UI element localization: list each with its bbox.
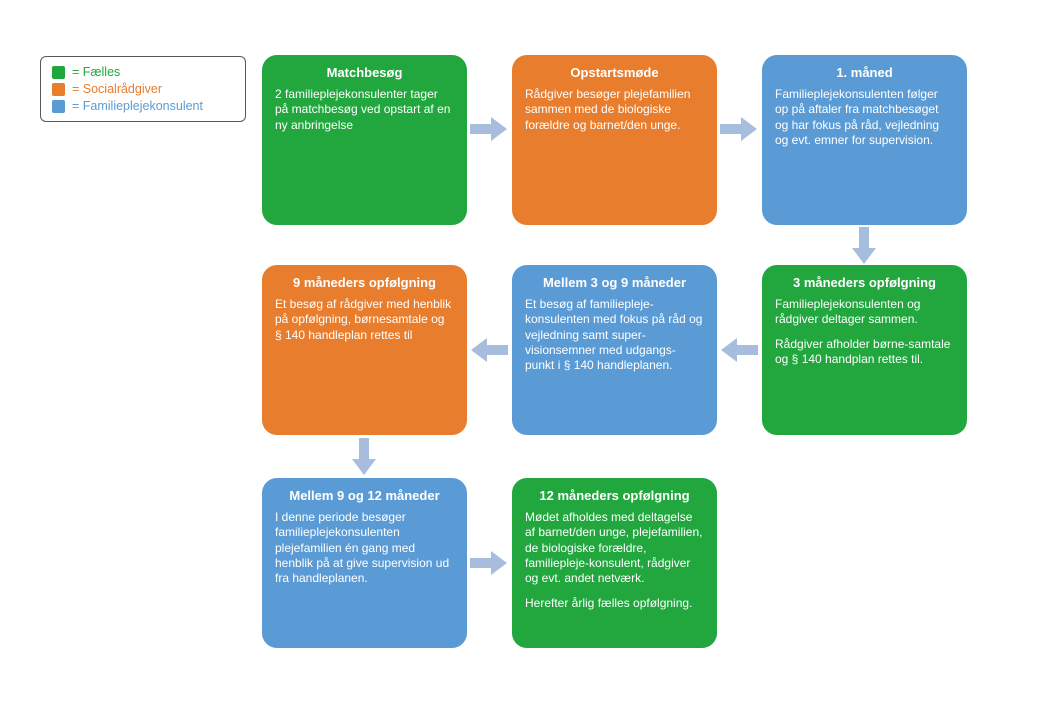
arrow-left-icon bbox=[470, 337, 508, 363]
arrow-down-icon bbox=[351, 438, 377, 476]
legend-item-faelles: = Fælles bbox=[52, 65, 234, 79]
arrow-right-icon bbox=[470, 116, 508, 142]
blue-swatch-icon bbox=[52, 99, 65, 113]
arrow-left-icon bbox=[720, 337, 758, 363]
flow-box-mellem-3-og-9: Mellem 3 og 9 måneder Et besøg af famili… bbox=[512, 265, 717, 435]
legend: = Fælles = Socialrådgiver = Familiepleje… bbox=[40, 56, 246, 122]
box-title: Mellem 3 og 9 måneder bbox=[542, 275, 687, 290]
flow-box-opstartsmode: Opstartsmøde Rådgiver besøger plejefamil… bbox=[512, 55, 717, 225]
box-title: Opstartsmøde bbox=[570, 65, 659, 80]
green-swatch-icon bbox=[52, 65, 65, 79]
box-body: Herefter årlig fælles opfølgning. bbox=[525, 595, 693, 610]
box-body: 2 familieplejekonsulenter tager på match… bbox=[275, 87, 451, 132]
arrow-right-icon bbox=[720, 116, 758, 142]
box-title: 1. måned bbox=[836, 65, 893, 80]
flow-box-matchbesog: Matchbesøg 2 familieplejekonsulenter tag… bbox=[262, 55, 467, 225]
box-title: Matchbesøg bbox=[326, 65, 403, 80]
box-body: I denne periode besøger familieplejekons… bbox=[275, 510, 450, 586]
orange-swatch-icon bbox=[52, 82, 65, 96]
flow-box-12-maaneders-opfolgning: 12 måneders opfølgning Mødet afholdes me… bbox=[512, 478, 717, 648]
flow-box-mellem-9-og-12: Mellem 9 og 12 måneder I denne periode b… bbox=[262, 478, 467, 648]
arrow-right-icon bbox=[470, 550, 508, 576]
legend-label-socialraadgiver: = Socialrådgiver bbox=[72, 82, 162, 96]
box-body: Mødet afholdes med deltagelse af barnet/… bbox=[525, 510, 703, 586]
legend-item-socialraadgiver: = Socialrådgiver bbox=[52, 82, 234, 96]
box-body: Familieplejekonsulenten følger op på aft… bbox=[775, 87, 940, 148]
box-body: Rådgiver afholder børne-samtale og § 140… bbox=[775, 336, 951, 367]
box-title: Mellem 9 og 12 måneder bbox=[289, 488, 440, 503]
arrow-down-icon bbox=[851, 227, 877, 265]
box-body: Rådgiver besøger plejefamilien sammen me… bbox=[525, 87, 691, 132]
box-body: Et besøg af rådgiver med henblik på opfø… bbox=[275, 297, 452, 342]
box-title: 12 måneders opfølgning bbox=[539, 488, 690, 503]
legend-label-familieplejekonsulent: = Familieplejekonsulent bbox=[72, 99, 203, 113]
box-body: Et besøg af familiepleje-konsulenten med… bbox=[525, 297, 703, 373]
box-title: 3 måneders opfølgning bbox=[792, 275, 936, 290]
box-body: Familieplejekonsulenten og rådgiver delt… bbox=[775, 297, 921, 327]
flow-box-1-maaned: 1. måned Familieplejekonsulenten følger … bbox=[762, 55, 967, 225]
flow-box-9-maaneders-opfolgning: 9 måneders opfølgning Et besøg af rådgiv… bbox=[262, 265, 467, 435]
legend-item-familieplejekonsulent: = Familieplejekonsulent bbox=[52, 99, 234, 113]
box-title: 9 måneders opfølgning bbox=[292, 275, 436, 290]
legend-label-faelles: = Fælles bbox=[72, 65, 121, 79]
flow-box-3-maaneders-opfolgning: 3 måneders opfølgning Familieplejekonsul… bbox=[762, 265, 967, 435]
